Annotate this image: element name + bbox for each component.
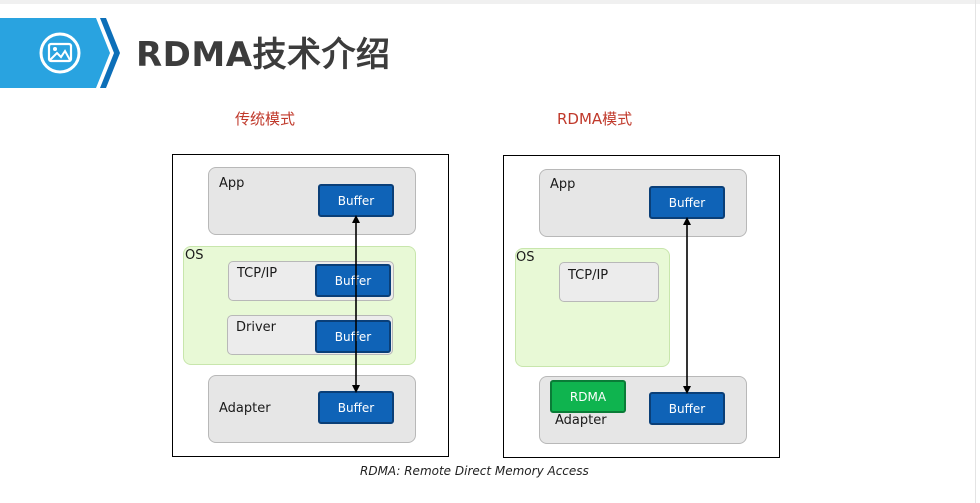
image-icon xyxy=(39,32,81,74)
right-app-buffer: Buffer xyxy=(649,186,725,219)
rdma-chip: RDMA xyxy=(550,380,626,413)
right-adapter-label: Adapter xyxy=(555,413,607,428)
footnote: RDMA: Remote Direct Memory Access xyxy=(360,464,589,478)
left-adapter-label: Adapter xyxy=(219,401,271,416)
left-adapter-buffer: Buffer xyxy=(318,391,394,424)
header-banner xyxy=(0,18,120,88)
right-app-label: App xyxy=(550,177,576,192)
left-app-label: App xyxy=(219,176,245,191)
right-os-label: OS xyxy=(516,250,535,265)
right-border xyxy=(975,0,976,503)
right-tcpip-box xyxy=(559,262,659,302)
right-tcpip-label: TCP/IP xyxy=(568,268,609,283)
rdma-mode-caption: RDMA模式 xyxy=(557,110,633,128)
left-tcpip-label: TCP/IP xyxy=(237,266,278,281)
left-tcpip-buffer: Buffer xyxy=(315,264,391,297)
top-border xyxy=(0,0,980,4)
traditional-mode-caption: 传统模式 xyxy=(235,110,296,128)
left-driver-label: Driver xyxy=(236,320,277,335)
left-app-buffer: Buffer xyxy=(318,184,394,217)
right-adapter-buffer: Buffer xyxy=(649,392,725,425)
left-os-label: OS xyxy=(185,248,204,263)
left-driver-buffer: Buffer xyxy=(315,320,391,353)
page-title: RDMA技术介绍 xyxy=(136,35,391,75)
